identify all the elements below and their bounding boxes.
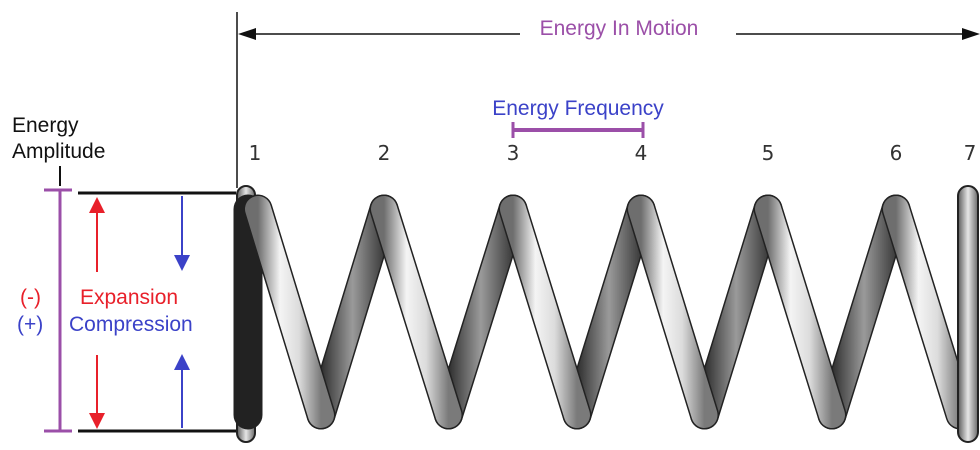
coil-front-strand	[500, 196, 590, 428]
compression-arrows	[174, 196, 190, 428]
energy-in-motion-label: Energy In Motion	[540, 17, 699, 40]
coil-front-strand	[628, 196, 718, 428]
energy-frequency-label: Energy Frequency	[492, 97, 664, 120]
coil-back-strand	[435, 196, 526, 428]
coil-number-3: 3	[507, 141, 520, 165]
coil-front-strand	[245, 196, 334, 428]
coil-back-strand	[308, 196, 397, 428]
expansion-label: Expansion	[80, 286, 178, 309]
coil-number-2: 2	[378, 141, 391, 165]
amplitude-label-line1: Energy	[12, 114, 79, 137]
coil-back-strand	[819, 196, 909, 428]
coil-front-strand	[755, 196, 845, 428]
coil-front-strand	[883, 196, 973, 428]
spring-right-end	[957, 185, 979, 443]
down-arrow-icon	[89, 413, 105, 429]
coil-numbers: 1 2 3 4 5 6 7	[249, 141, 977, 165]
energy-in-motion-span: Energy In Motion	[236, 12, 980, 188]
coil-number-5: 5	[762, 141, 775, 165]
coil-front-strand	[371, 196, 462, 428]
down-arrow-icon	[174, 255, 190, 271]
expansion-sign: (-)	[20, 286, 41, 309]
compression-label: Compression	[69, 313, 193, 336]
right-arrowhead-icon	[962, 28, 980, 40]
left-arrowhead-icon	[238, 28, 256, 40]
coil-back-strand	[564, 196, 654, 428]
coil-back-strand	[691, 196, 781, 428]
up-arrow-icon	[89, 197, 105, 213]
expansion-arrows	[89, 197, 105, 429]
energy-amplitude-indicator: Energy Amplitude	[12, 114, 105, 433]
coil-number-7: 7	[964, 141, 977, 165]
coil-number-4: 4	[635, 141, 648, 165]
energy-frequency-marker: Energy Frequency	[492, 97, 664, 138]
coil-number-6: 6	[890, 141, 903, 165]
compression-sign: (+)	[17, 313, 43, 336]
amplitude-label-line2: Amplitude	[12, 140, 105, 163]
coil-spring	[233, 185, 979, 443]
up-arrow-icon	[174, 354, 190, 370]
coil-number-1: 1	[249, 141, 262, 165]
